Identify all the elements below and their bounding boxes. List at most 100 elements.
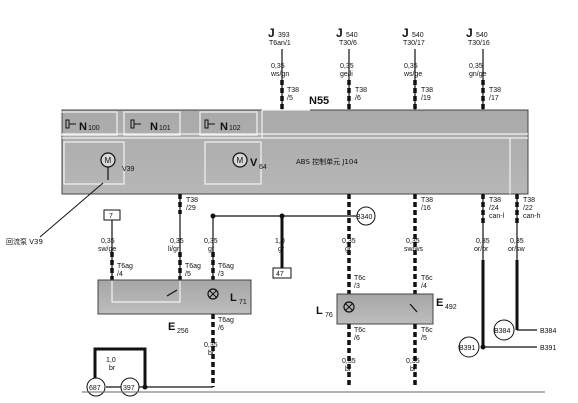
w5-color: gr bbox=[345, 246, 352, 253]
w8-conn: T38 bbox=[523, 197, 535, 204]
w7-cpin: /24 bbox=[489, 205, 499, 212]
callout-label: 回流泵 V39 bbox=[6, 237, 43, 246]
l76-sub: 76 bbox=[325, 312, 333, 319]
w6-pinno: /4 bbox=[421, 283, 427, 290]
l76-lamp-cross2 bbox=[345, 303, 353, 311]
w2-color: li/gn bbox=[168, 246, 181, 253]
motor-v64: M V 64 bbox=[204, 141, 267, 185]
motor-v39-label: V39 bbox=[122, 166, 135, 173]
b4-color: br bbox=[410, 366, 417, 373]
valve-n101-frame bbox=[123, 111, 181, 136]
l71-main: L bbox=[230, 292, 237, 304]
unit-j393-sub: 393 bbox=[278, 32, 290, 39]
unit-j393-pin: T6an/1 bbox=[269, 40, 291, 47]
motor-v64-frame bbox=[204, 141, 262, 185]
unit-j540a-size: 0,35 bbox=[340, 63, 354, 70]
junction-ground bbox=[142, 384, 148, 390]
l71-sub: 71 bbox=[239, 299, 247, 306]
w5-pinno: /3 bbox=[354, 283, 360, 290]
valve-n102-main: N bbox=[220, 121, 228, 133]
b391-ref-label: B391 bbox=[459, 345, 475, 352]
unit-j540c-cpin: /17 bbox=[489, 95, 499, 102]
w5-size: 0,35 bbox=[342, 238, 356, 245]
box-47 bbox=[272, 267, 292, 279]
e492-sub: 492 bbox=[445, 304, 457, 311]
b2-size: 1,0 bbox=[106, 357, 116, 364]
valve-n100-main: N bbox=[79, 121, 87, 133]
unit-j540a-sub: 540 bbox=[346, 32, 358, 39]
wire-b2 bbox=[93, 347, 147, 387]
b340-label: B340 bbox=[356, 214, 372, 221]
w1-pinno: /4 bbox=[117, 271, 123, 278]
unit-j540b-sub: 540 bbox=[412, 32, 424, 39]
unit-j540-c: J 540 T30/16 0,35 gn/ge T38 /17 bbox=[466, 26, 501, 110]
switch-lamp-box-e256-l71 bbox=[97, 279, 252, 315]
w6-color: sw/ws bbox=[404, 246, 424, 253]
b4-pinno: /5 bbox=[421, 335, 427, 342]
valve-n102: N 102 bbox=[199, 111, 258, 136]
w1-pin: T6ag bbox=[117, 263, 133, 270]
unit-j540a-pin: T30/6 bbox=[339, 40, 357, 47]
w3-pinno: /3 bbox=[218, 271, 224, 278]
valve-n102-frame bbox=[199, 111, 258, 136]
unit-j393-main: J bbox=[268, 26, 275, 40]
callout-line bbox=[39, 182, 104, 238]
unit-j540a-color: ge/li bbox=[340, 71, 353, 78]
box-7-label: 7 bbox=[109, 213, 113, 220]
unit-j393: J 393 T6an/1 0,35 ws/gn T38 /5 bbox=[268, 26, 299, 110]
unit-j393-cpin: /5 bbox=[287, 95, 293, 102]
unit-j540a-conn: T38 bbox=[355, 87, 367, 94]
b4-size: 0,35 bbox=[406, 358, 420, 365]
w2-conn: T38 bbox=[186, 197, 198, 204]
w2-pinno: /5 bbox=[185, 271, 191, 278]
unit-j540c-conn: T38 bbox=[489, 87, 501, 94]
b3-size: 0,35 bbox=[342, 358, 356, 365]
unit-j540b-cpin: /19 bbox=[421, 95, 431, 102]
w8-can: can-h bbox=[523, 213, 541, 220]
unit-j540b-size: 0,35 bbox=[404, 63, 418, 70]
motor-v64-sub: 64 bbox=[259, 164, 267, 171]
w6-conn: T38 bbox=[421, 197, 433, 204]
unit-j540b-pin: T30/17 bbox=[403, 40, 425, 47]
b384-ref bbox=[493, 319, 515, 341]
l76-main: L bbox=[316, 305, 323, 317]
w2-cpin: /29 bbox=[186, 205, 196, 212]
e256-switch-icon bbox=[166, 289, 178, 297]
e256-main: E bbox=[168, 321, 175, 333]
b1-pin: T6ag bbox=[218, 317, 234, 324]
motor-v64-glyph: M bbox=[237, 156, 244, 165]
b2-color: br bbox=[109, 365, 116, 372]
ground-687-label: 687 bbox=[89, 385, 101, 392]
w7-conn: T38 bbox=[489, 197, 501, 204]
b1-pinno: /6 bbox=[218, 325, 224, 332]
l71-lamp-cross2 bbox=[209, 290, 217, 298]
valve-n100-sub: 100 bbox=[88, 125, 100, 132]
w4-size: 1,0 bbox=[275, 238, 285, 245]
w6-cpin: /16 bbox=[421, 205, 431, 212]
valve-n101-main: N bbox=[150, 121, 158, 133]
w5-pin: T6c bbox=[354, 275, 366, 282]
valve-n101-sub: 101 bbox=[159, 125, 171, 132]
w7-color: or/br bbox=[474, 246, 489, 253]
unit-j540c-main: J bbox=[466, 26, 473, 40]
w3-size: 0,35 bbox=[204, 238, 218, 245]
valve-n101: N 101 bbox=[123, 111, 181, 136]
unit-j393-size: 0,35 bbox=[271, 63, 285, 70]
valve-n102-sub: 102 bbox=[229, 125, 241, 132]
unit-j393-conn: T38 bbox=[287, 87, 299, 94]
unit-j540c-color: gn/ge bbox=[469, 71, 487, 78]
w2-size: 0,35 bbox=[170, 238, 184, 245]
b1-color: br bbox=[208, 350, 215, 357]
motor-v39-frame bbox=[63, 141, 125, 185]
unit-j540b-conn: T38 bbox=[421, 87, 433, 94]
w6-pin: T6c bbox=[421, 275, 433, 282]
motor-v64-icon bbox=[232, 152, 248, 168]
unit-j540c-sub: 540 bbox=[476, 32, 488, 39]
w8-color: or/sw bbox=[508, 246, 526, 253]
w2-pin: T6ag bbox=[185, 263, 201, 270]
unit-j540a-cpin: /6 bbox=[355, 95, 361, 102]
w8-size: 0,35 bbox=[510, 238, 524, 245]
b340-ref bbox=[356, 206, 376, 226]
b391-label: B391 bbox=[540, 345, 556, 352]
